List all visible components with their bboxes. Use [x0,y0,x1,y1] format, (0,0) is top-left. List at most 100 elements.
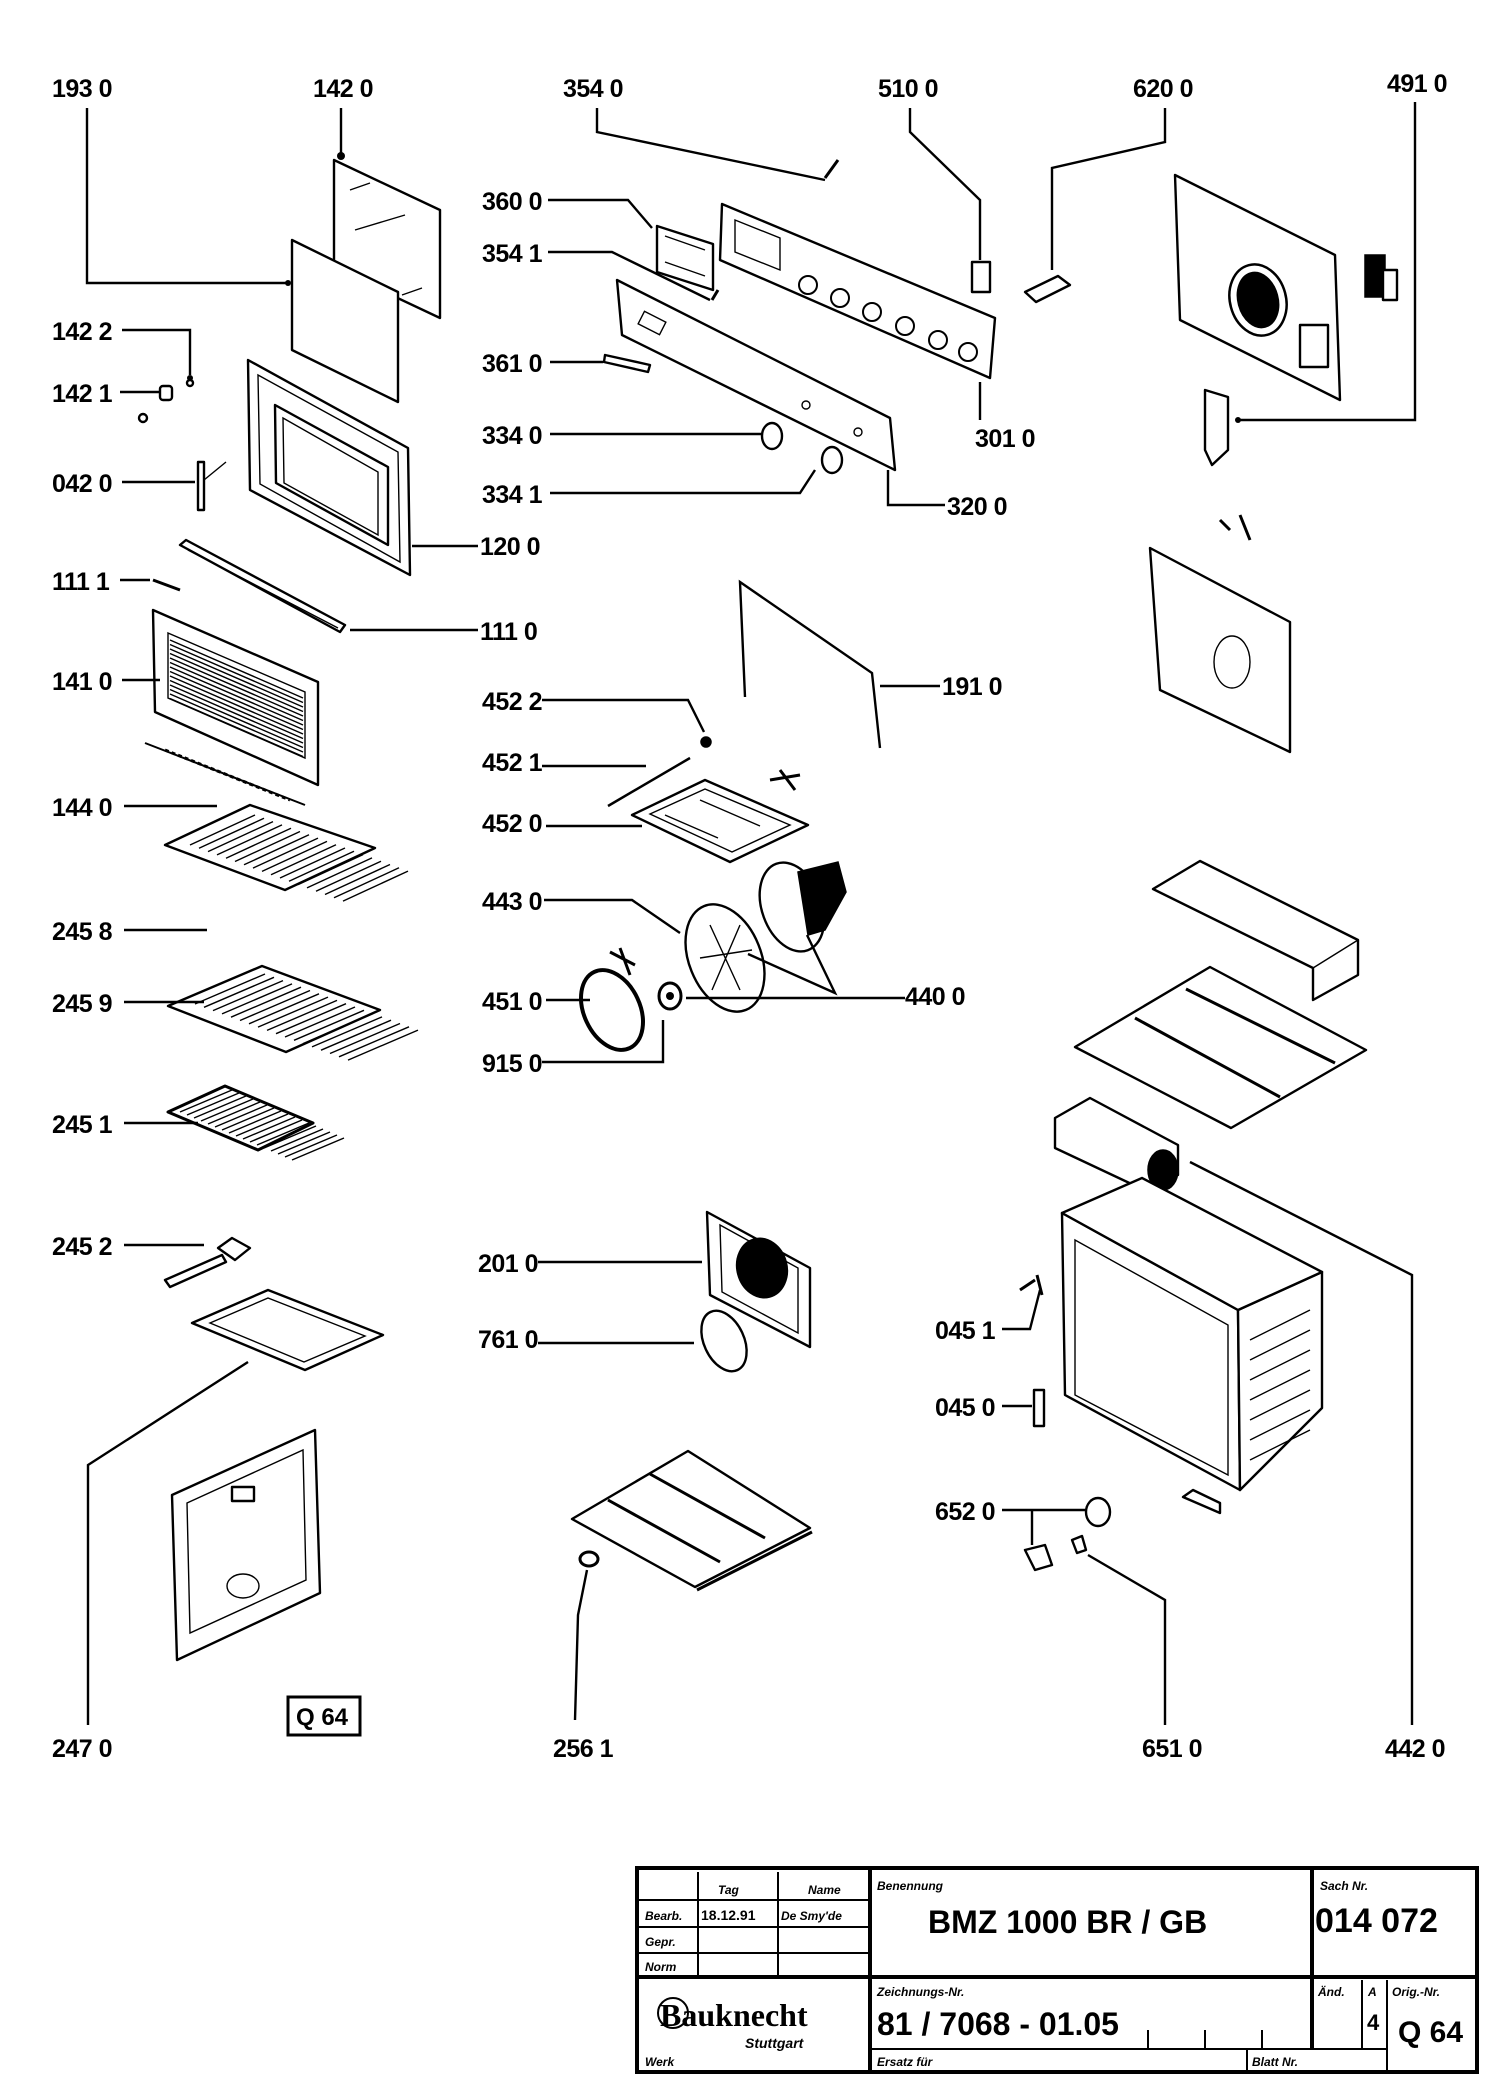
rack-wire [203,976,275,1008]
part-label: 915 0 [482,1050,542,1078]
callout-111-1: 111 1 [52,568,181,596]
part-grill-tray-245-9 [166,964,419,1061]
part-fan-wheel [684,903,766,1013]
callout-334-1: 334 1 [482,445,844,509]
rack-wire [279,847,346,879]
part-cooling-fan [1053,1096,1180,1191]
grille-line [169,693,304,753]
part-rear-cover-panel [1173,173,1342,402]
rack-wire [207,1101,261,1125]
rack-wire [193,1095,247,1119]
cavity-rail [1249,1349,1311,1381]
callout-452-0: 452 0 [482,810,642,838]
rack-wire [248,993,320,1025]
rack-wire [243,834,310,866]
rack-wire [235,1113,289,1137]
knob-hole [958,342,978,362]
part-label: 301 0 [975,425,1035,453]
part-label: 361 0 [482,350,542,378]
part-label: 111 1 [52,568,110,596]
callout-361-0: 361 0 [482,350,652,378]
callout-245-8: 245 8 [52,918,207,946]
rack-wire [284,1134,338,1158]
tb-col-tag: Tag [718,1883,740,1897]
tb-werk-label: Werk [645,2055,675,2069]
callout-491-0: 491 0 [1235,70,1448,423]
rack-wire [230,986,302,1018]
part-door-handle [178,538,347,634]
part-terminal-block [1364,254,1399,302]
tb-orig-label: Orig.-Nr. [1392,1985,1440,1999]
part-cavity-latch [1181,1488,1222,1515]
grille-line [169,648,304,708]
part-label: 334 0 [482,422,542,450]
part-base-plate [570,1449,813,1592]
rack-wire [293,1009,365,1041]
callout-142-1: 142 1 [52,380,174,424]
knob-hole [798,275,818,295]
tb-zeichnungs-label: Zeichnungs-Nr. [876,1985,964,1999]
part-label: 142 2 [52,318,112,346]
part-label: 042 0 [52,470,112,498]
rack-wire [242,1116,296,1140]
rack-wire [212,979,284,1012]
callout-245-9: 245 9 [52,990,204,1018]
cavity-rail [1249,1369,1311,1401]
grille-line [169,639,304,699]
part-heating-element-grill [607,756,810,864]
part-label: 440 0 [905,983,965,1011]
part-foot [578,1550,600,1568]
rack-wire [302,1012,374,1045]
part-label: 245 2 [52,1233,112,1261]
part-door-frame [246,358,412,577]
rack-wire [186,1092,240,1116]
part-label: 245 8 [52,918,113,946]
tb-ersatz-label: Ersatz für [877,2055,934,2069]
callout-320-0: 320 0 [886,470,1008,521]
tb-sach-nr-label: Sach Nr. [1320,1879,1368,1893]
part-fan-bracket [1148,514,1292,754]
rack-wire [288,850,355,882]
rack-wire [342,870,409,902]
part-wire-rack-245-1 [166,1084,345,1161]
tb-col-name: Name [808,1883,841,1897]
part-nut [657,981,683,1011]
knob-hole [862,302,882,322]
rack-wire [297,853,364,886]
part-label: 354 1 [482,240,543,268]
knob-hole [830,288,850,308]
tb-bearb-name: De Smy'de [781,1909,842,1923]
callout-440-0: 440 0 [686,934,966,1011]
callout-651-0: 651 0 [1070,1534,1203,1763]
callout-201-0: 201 0 [478,1250,702,1278]
tb-sach-nr: 014 072 [1315,1902,1438,1940]
callout-045-1: 045 1 [935,1274,1044,1345]
part-label: 111 0 [480,618,537,646]
rack-wire [329,1022,401,1055]
part-top-plate [1073,965,1368,1130]
part-rear-panel-left [170,1428,322,1662]
part-label: 452 1 [482,749,543,777]
part-label: 201 0 [478,1250,538,1278]
rack-wire [338,1026,410,1058]
rack-wire [266,999,338,1032]
part-label: 652 0 [935,1498,995,1526]
callout-652-0: 652 0 [935,1496,1112,1572]
rack-wire [261,840,328,873]
rack-wire [311,1016,383,1048]
rack-wire [347,1029,419,1061]
part-label: 120 0 [480,533,540,561]
part-label: 354 0 [563,75,623,103]
part-fascia-panel [615,278,897,472]
part-top-duct-cover [1151,859,1360,1002]
callout-301-0: 301 0 [975,382,1036,453]
rack-wire [214,1104,268,1128]
part-label: 245 1 [52,1111,113,1139]
part-grill-tray-245-8 [163,803,409,902]
part-label: 761 0 [478,1326,538,1354]
grille-line [169,643,304,704]
rack-wire [324,863,391,896]
callout-120-0: 120 0 [412,533,541,561]
rack-wire [275,1003,347,1035]
grille-line [169,670,304,731]
